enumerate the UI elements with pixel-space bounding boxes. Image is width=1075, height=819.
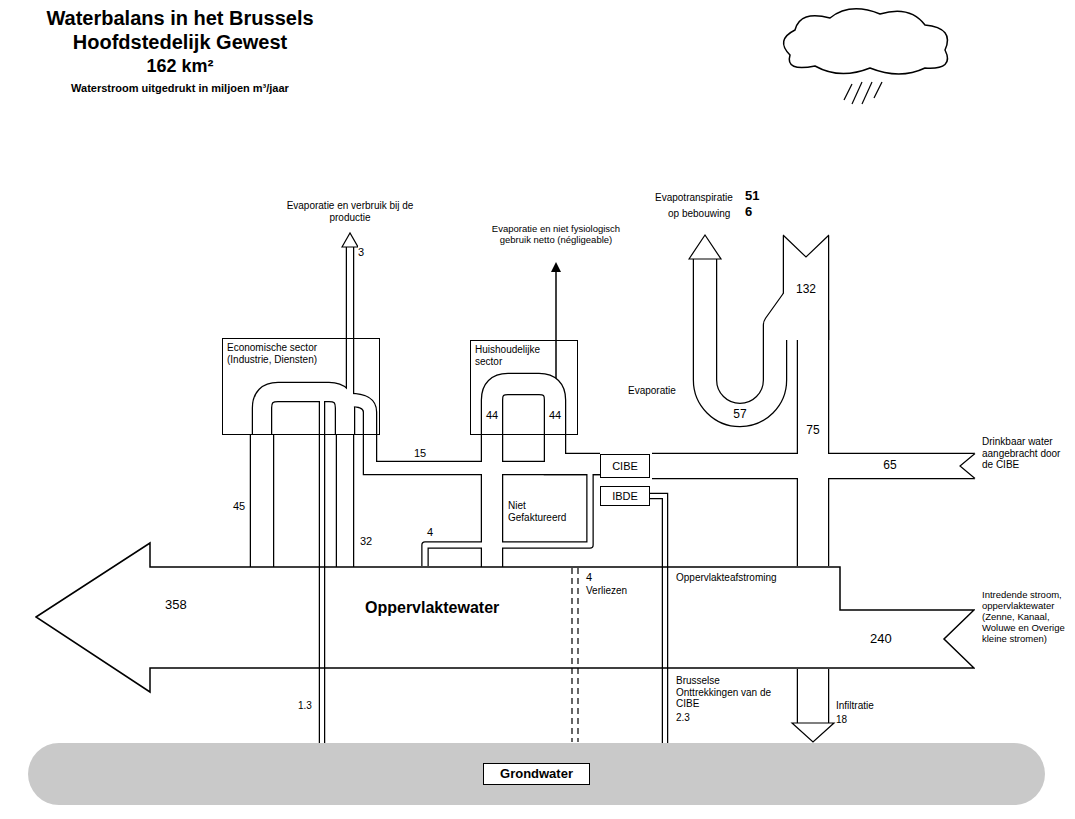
flow-note: op bebouwing (668, 208, 730, 220)
flow-band (251, 435, 273, 567)
utility-box: CIBE (600, 454, 650, 478)
flow-value: 65 (875, 459, 905, 473)
flow-value: 4 (423, 526, 437, 539)
rain-line (844, 84, 852, 100)
flow-value: 4 (586, 571, 592, 584)
band-outlines (262, 236, 975, 743)
flow-value: 44 (483, 409, 501, 422)
diagram-title: Waterbalans in het Brussels Hoofdstedeli… (0, 6, 360, 54)
flow-value: 44 (546, 409, 564, 422)
flow-note: Intredende stroom, oppervlaktewater (Zen… (982, 590, 1072, 645)
band-fills (262, 236, 975, 743)
flow-band-outline (797, 320, 830, 566)
cloud-outline (784, 9, 948, 74)
flow-value: 240 (870, 632, 892, 647)
flow-band-outline (650, 496, 665, 743)
notch-fill (960, 452, 976, 480)
arrow-head (792, 723, 834, 742)
flow-value: 6 (745, 205, 752, 220)
flow-band-outline (250, 435, 275, 567)
flow-note: Evaporatie (628, 385, 676, 397)
loss-line (571, 568, 572, 742)
notch-fill (784, 235, 828, 257)
band-title: Grondwater (483, 763, 590, 786)
flow-value: 132 (788, 283, 824, 297)
sector-box: Economische sector (Industrie, Diensten) (222, 338, 380, 435)
flow-band (650, 496, 665, 743)
flow-value: 358 (165, 598, 187, 613)
surface-water-band: Oppervlaktewater (35, 535, 975, 695)
arrow-head (342, 233, 358, 247)
flow-note: Waterstroom uitgedrukt in miljoen m³/jaa… (0, 82, 360, 95)
flow-band (652, 454, 975, 478)
flow-value: 32 (360, 535, 372, 548)
flow-value: 15 (408, 447, 432, 460)
flow-value: 2.3 (676, 712, 690, 724)
flow-note: Evaporatie en niet fysiologisch gebruik … (481, 224, 631, 246)
flow-note: Niet Gefaktureerd (508, 500, 582, 523)
flow-band-outline (319, 435, 326, 743)
flow-band-outline (797, 669, 830, 724)
arrow-head (689, 235, 721, 259)
flow-note: Drinkbaar water aangebracht door de CIBE (982, 436, 1072, 471)
flow-value: 45 (233, 500, 245, 513)
flow-band (347, 246, 353, 398)
rain-line (874, 82, 882, 98)
flow-band-outline (346, 246, 355, 398)
flow-value: 75 (799, 424, 827, 438)
flow-band (798, 320, 828, 566)
flow-band-outline (425, 472, 590, 566)
rain-line (852, 82, 862, 104)
box-label: Huishoudelijke sector (475, 344, 557, 367)
flow-band (705, 258, 800, 415)
box-label: CIBE (612, 460, 638, 473)
flow-note: Evapotranspiratie (655, 192, 733, 204)
groundwater-band: Grondwater (28, 743, 1045, 805)
flow-note: Infiltratie (836, 700, 874, 712)
flow-note: Oppervlakteafstroming (676, 572, 777, 584)
flow-value: 18 (836, 714, 847, 726)
flow-value: 3 (358, 246, 364, 259)
arrow-heads (342, 233, 976, 742)
flow-note: Verliezen (586, 585, 627, 597)
cloud (784, 9, 948, 104)
flow-band (555, 435, 600, 464)
flow-band-outline (555, 435, 600, 464)
river-arrow (36, 543, 974, 692)
loss-line (577, 568, 578, 742)
flow-band-outline (262, 392, 345, 434)
utility-box: IBDE (600, 486, 650, 506)
flow-band-outline (319, 398, 326, 434)
arrow-head (551, 262, 561, 272)
band-title: Oppervlaktewater (365, 599, 975, 617)
flow-band (798, 669, 828, 724)
flow-band-outline (481, 435, 504, 567)
notch-edge (960, 454, 975, 479)
notch-edge (783, 235, 829, 257)
flow-band (320, 435, 324, 743)
flow-note: Brusselse Onttrekkingen van de CIBE (676, 675, 781, 710)
flow-band-outline (336, 435, 355, 567)
box-label: Economische sector (Industrie, Diensten) (227, 342, 345, 365)
flow-note: Evaporatie en verbruik bij de productie (275, 200, 425, 223)
flow-band (425, 472, 590, 566)
box-label: IBDE (612, 490, 638, 503)
river-outline (35, 535, 975, 695)
flow-band (320, 398, 324, 434)
flow-band-outline (652, 453, 975, 480)
flow-value: 1.3 (298, 700, 312, 712)
flow-band (262, 392, 345, 434)
flow-value: 57 (727, 408, 753, 422)
flow-note: 162 km² (80, 56, 280, 77)
rain-line (862, 82, 872, 104)
flow-band (337, 435, 353, 567)
flow-band (350, 400, 370, 434)
flow-value: 51 (745, 189, 759, 204)
flow-band (482, 435, 502, 567)
